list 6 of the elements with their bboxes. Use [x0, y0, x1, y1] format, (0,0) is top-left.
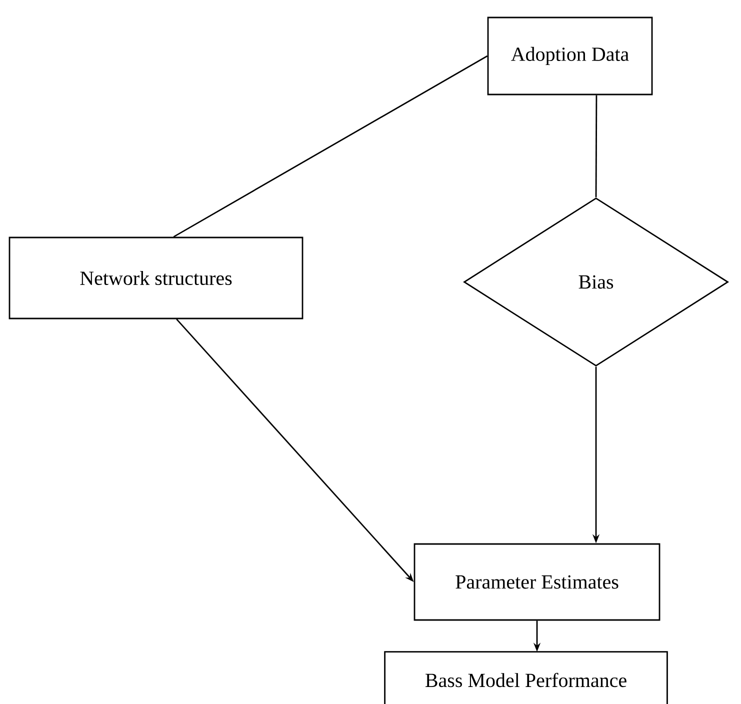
process-box: Parameter Estimates [414, 543, 660, 621]
process-box: Bass Model Performance [384, 651, 668, 704]
connector-line [595, 95, 598, 198]
process-box: Network structures [8, 236, 304, 320]
process-box: Adoption Data [487, 16, 653, 96]
connector-line [173, 55, 488, 238]
